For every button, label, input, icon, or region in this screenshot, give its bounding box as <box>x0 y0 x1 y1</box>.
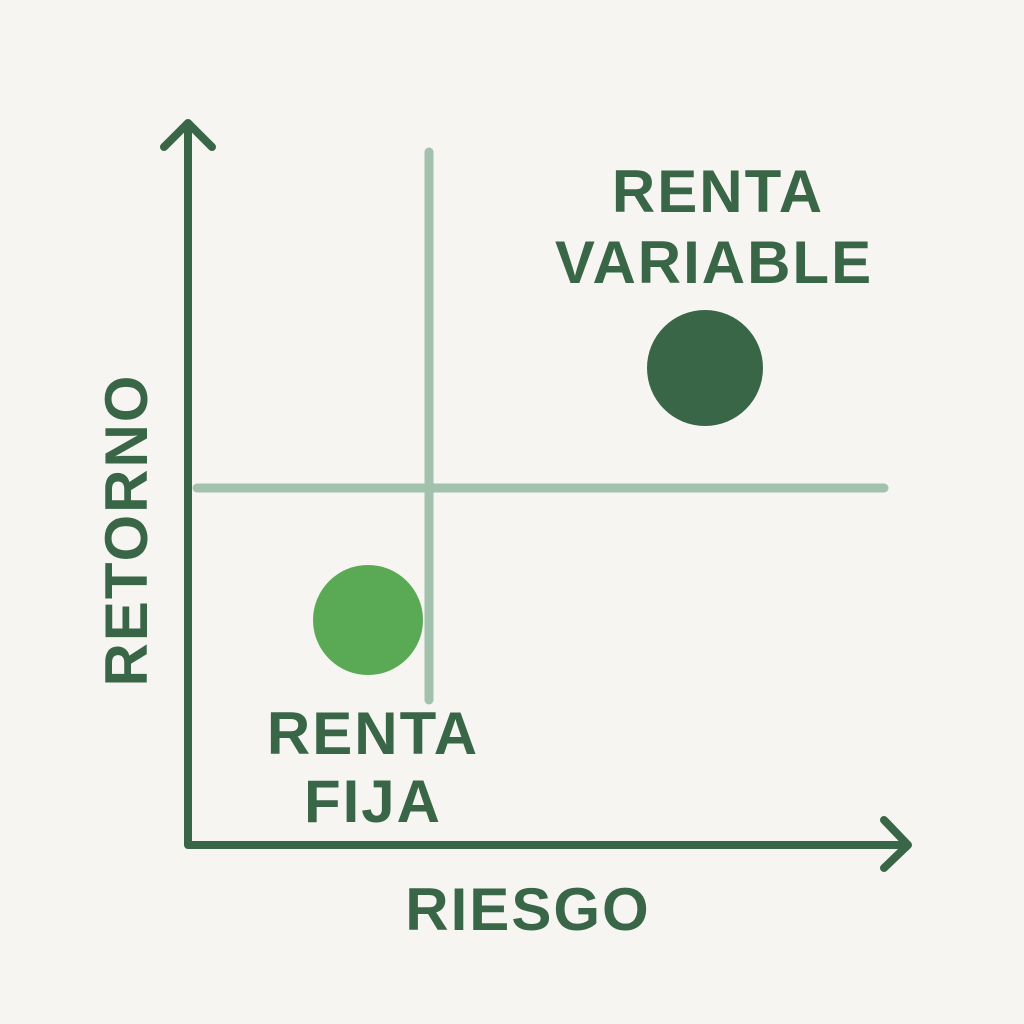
renta-variable-label-line1: RENTA <box>612 158 824 225</box>
x-axis-arrow-icon <box>880 816 912 872</box>
renta-fija-point <box>313 565 423 675</box>
renta-fija-label-line1: RENTA <box>267 700 479 767</box>
renta-variable-point <box>647 310 763 426</box>
y-axis-label: RETORNO <box>93 374 160 687</box>
renta-variable-label-line2: VARIABLE <box>555 229 873 296</box>
axes-lines <box>184 121 909 849</box>
x-axis-label: RIESGO <box>405 876 650 943</box>
y-axis-arrow-icon <box>160 119 216 151</box>
renta-fija-label-line2: FIJA <box>304 768 442 835</box>
